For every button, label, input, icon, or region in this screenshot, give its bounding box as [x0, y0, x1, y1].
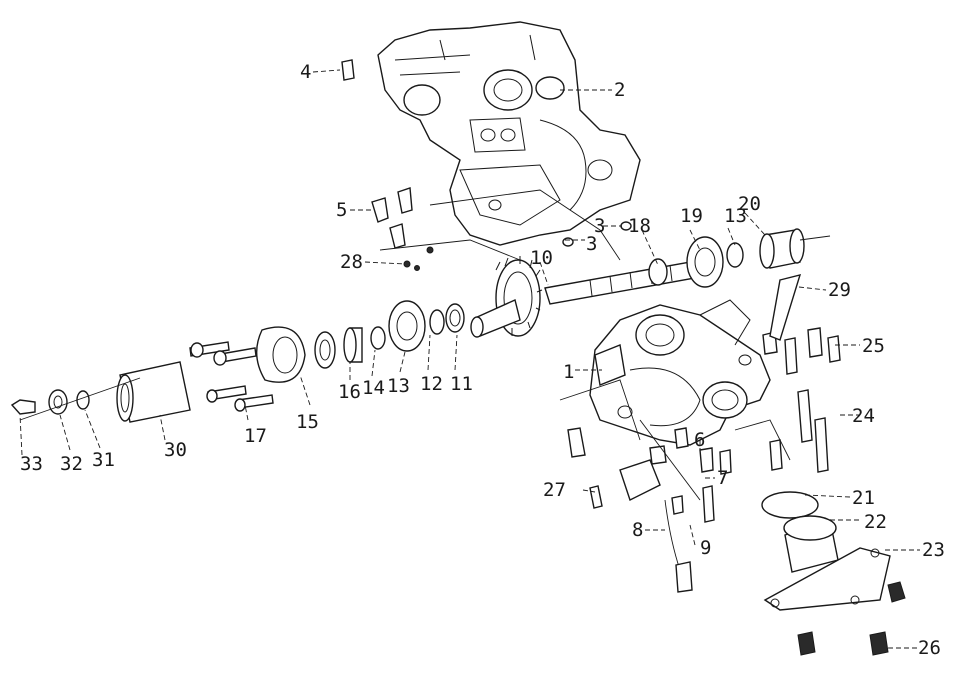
callout-leaders	[19, 69, 920, 649]
callout-10: 10	[530, 247, 553, 269]
callout-31: 31	[92, 449, 115, 471]
callout-14: 14	[362, 377, 385, 399]
callout-9: 9	[700, 537, 711, 559]
callout-33: 33	[20, 453, 43, 475]
upper-housing	[377, 21, 641, 246]
callout-16: 16	[338, 381, 361, 403]
callout-27: 27	[543, 479, 566, 501]
callout-7: 7	[717, 467, 728, 489]
callout-2: 2	[614, 79, 625, 101]
callout-19: 19	[680, 205, 703, 227]
callout-18: 18	[628, 215, 651, 237]
callout-24: 24	[852, 405, 875, 427]
left-bolts	[189, 341, 274, 412]
callout-labels: 1 2 3 3 4 5 6 7 8 9 10 11 12 13 13 14 15…	[20, 61, 945, 659]
callout-30: 30	[164, 439, 187, 461]
cover-and-plate	[761, 491, 906, 656]
callout-5: 5	[336, 199, 347, 221]
callout-1: 1	[563, 361, 574, 383]
callout-23: 23	[922, 539, 945, 561]
callout-22: 22	[864, 511, 887, 533]
callout-8: 8	[632, 519, 643, 541]
right-axis-parts	[648, 228, 805, 288]
callout-4: 4	[300, 61, 311, 83]
callout-32: 32	[60, 453, 83, 475]
callout-13a: 13	[387, 375, 410, 397]
callout-28: 28	[340, 251, 363, 273]
callout-11: 11	[450, 373, 473, 395]
left-axis-parts	[10, 300, 465, 423]
callout-13b: 13	[724, 205, 747, 227]
callout-26: 26	[918, 637, 941, 659]
assembly-lines	[19, 189, 831, 501]
callout-15: 15	[296, 411, 319, 433]
callout-21: 21	[852, 487, 875, 509]
callout-29: 29	[828, 279, 851, 301]
callout-17: 17	[244, 425, 267, 447]
callout-20: 20	[738, 193, 761, 215]
lower-housing	[589, 299, 771, 446]
callout-3b: 3	[586, 233, 597, 255]
callout-12: 12	[420, 373, 443, 395]
callout-6: 6	[694, 429, 705, 451]
callout-25: 25	[862, 335, 885, 357]
callout-3a: 3	[594, 215, 605, 237]
lower-hardware	[567, 274, 841, 593]
